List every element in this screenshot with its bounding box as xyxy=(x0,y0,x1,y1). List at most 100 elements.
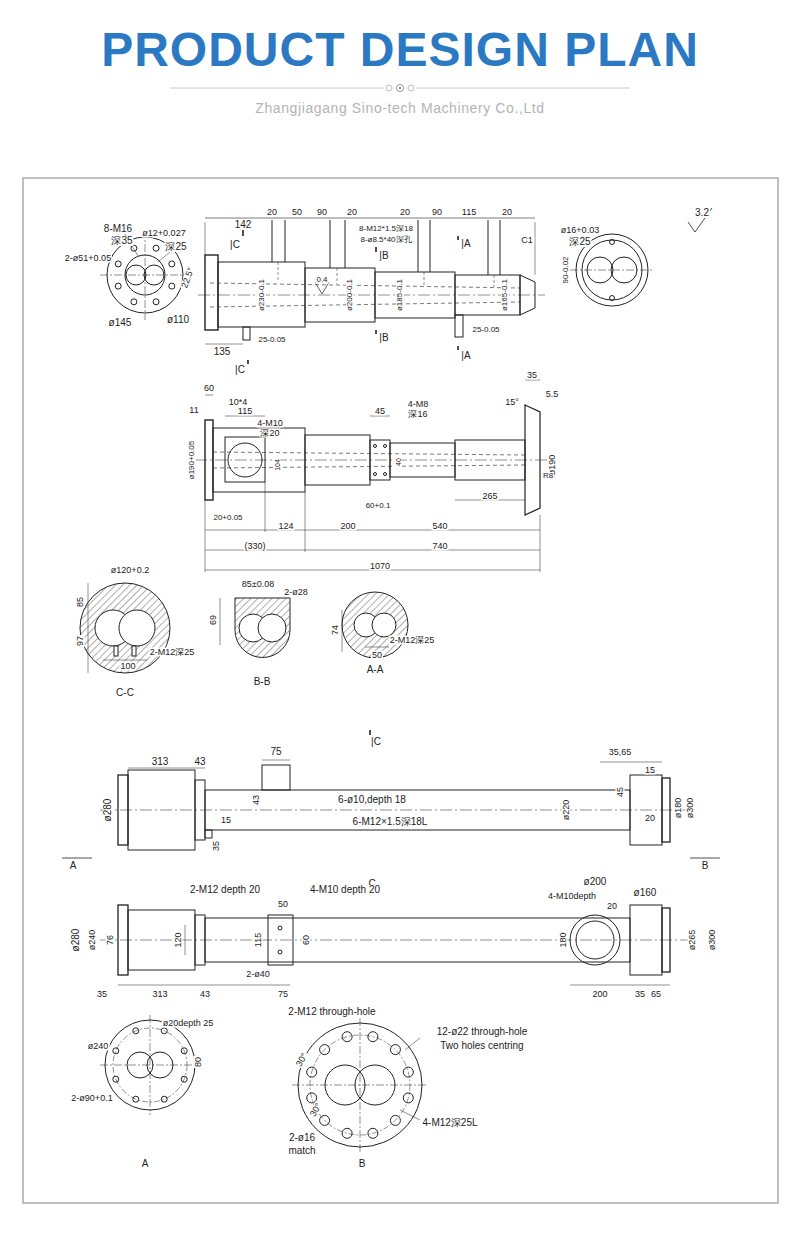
dimension-label: 15° xyxy=(504,398,520,407)
bolt-hole xyxy=(153,299,159,305)
dimension-label: 2-ø90+0.1 xyxy=(70,1094,113,1103)
dimension-label: 8-M16 xyxy=(103,224,133,234)
dimension-label: 2-M12 through-hole xyxy=(287,1007,376,1017)
dimension-label: 11 xyxy=(188,406,199,415)
dimension-label: 2-M12深25 xyxy=(149,648,196,657)
bolt-hole xyxy=(342,1032,352,1042)
dimension-label: ø280 xyxy=(103,798,113,823)
bolt-hole xyxy=(115,283,121,289)
dimension-label: 124 xyxy=(277,522,294,531)
dimension-label: 35 xyxy=(634,990,646,999)
dimension-label: A-A xyxy=(366,665,385,675)
bolt-hole xyxy=(133,1028,139,1034)
dimension-label: ø110 xyxy=(166,315,190,325)
dimension-label: ø180 xyxy=(674,797,683,820)
bolt-hole xyxy=(307,1067,317,1077)
dimension-label: 50 xyxy=(371,651,383,660)
bolt-hole xyxy=(161,1028,167,1034)
dimension-label: 69 xyxy=(209,614,218,626)
dimension-label: ø240 xyxy=(87,1042,110,1051)
bolt-hole xyxy=(390,1045,400,1055)
dimension-label: 2-M12 depth 20 xyxy=(189,885,261,895)
company-subtitle: Zhangjiagang Sino-tech Machinery Co.,Ltd xyxy=(254,101,545,115)
dimension-label: 2-ø16 xyxy=(288,1133,316,1143)
dimension-label: 60 xyxy=(203,384,215,393)
dimension-label: 75 xyxy=(269,747,282,757)
dimension-label: 15 xyxy=(644,766,656,775)
dimension-label: ø165-0.1 xyxy=(501,278,509,312)
bolt-hole xyxy=(342,1128,352,1138)
dimension-label: 43 xyxy=(199,990,211,999)
dimension-label: 深25 xyxy=(568,237,591,247)
dimension-label: 5.5 xyxy=(545,390,560,399)
dimension-label: ø190+0.05 xyxy=(188,440,196,480)
dimension-label: 3.2 xyxy=(694,208,710,218)
dimension-label: 35 xyxy=(96,990,108,999)
dimension-label: 35 xyxy=(526,371,538,380)
dimension-label: (330) xyxy=(243,542,266,551)
bolt-hole xyxy=(161,1096,167,1102)
dimension-label: 4-M10depth xyxy=(547,892,597,901)
dimension-label: 540 xyxy=(431,522,448,531)
dimension-label: ø300 xyxy=(686,797,695,820)
dimension-label: 200 xyxy=(591,990,608,999)
bolt-hole xyxy=(169,261,175,267)
page-title: PRODUCT DESIGN PLAN xyxy=(0,26,800,74)
dimension-label: 90 xyxy=(316,208,328,217)
dimension-label: 115 xyxy=(461,208,477,217)
dimension-label: 313 xyxy=(151,757,170,767)
bolt-hole xyxy=(131,299,137,305)
bolt-hole xyxy=(113,1076,119,1082)
dimension-label: 65 xyxy=(650,990,662,999)
bolt-hole xyxy=(403,1093,413,1103)
dimension-label: C-C xyxy=(115,688,135,698)
dimension-label: 45 xyxy=(616,786,625,798)
dimension-label: 25-0.05 xyxy=(471,326,500,334)
dimension-label: 35,65 xyxy=(608,748,633,757)
dimension-label: 0.4 xyxy=(315,276,328,284)
dimension-label: match xyxy=(287,1146,316,1156)
dimension-label: 20 xyxy=(606,902,618,911)
dimension-label: 4-M10 xyxy=(256,419,284,428)
dimension-label: ø120+0.2 xyxy=(110,566,150,575)
dimension-label: 2-ø40 xyxy=(245,970,271,979)
dimension-label: 265 xyxy=(481,492,498,501)
dimension-label: 45 xyxy=(374,407,386,416)
dimension-label: 60 xyxy=(302,934,311,946)
dimension-label: R8 xyxy=(542,472,554,480)
dimension-label: 2-ø28 xyxy=(283,588,309,597)
dimension-label: ø265 xyxy=(688,929,697,952)
dimension-label: 20 xyxy=(501,208,513,217)
dimension-label: B-B xyxy=(253,677,272,687)
dimension-label: 85±0.08 xyxy=(241,580,275,589)
dimension-label: 180 xyxy=(559,931,568,948)
dimension-label: 75 xyxy=(277,990,289,999)
dimension-label: ø20depth 25 xyxy=(162,1019,215,1028)
bolt-hole xyxy=(320,1115,330,1125)
dimension-label: ø200-0.1 xyxy=(346,278,354,312)
dimension-label: A xyxy=(69,861,78,871)
dimension-label: ø280 xyxy=(71,928,81,953)
dimension-label: C1 xyxy=(520,236,534,245)
bolt-hole xyxy=(181,1076,187,1082)
dimension-label: 90 xyxy=(431,208,443,217)
bolt-hole xyxy=(368,1128,378,1138)
dimension-label: 115 xyxy=(237,407,253,416)
dimension-label: 6-ø10,depth 18 xyxy=(337,795,407,805)
dimension-label: ø300 xyxy=(708,929,717,952)
dimension-label: 深25 xyxy=(164,242,187,252)
dimension-label: ø160 xyxy=(633,888,658,898)
dimension-label: 深16 xyxy=(407,410,428,419)
dimension-label: 深20 xyxy=(259,429,280,438)
dimension-label: 4-M8 xyxy=(407,400,430,409)
dimension-label: 1070 xyxy=(369,562,391,571)
dimension-label: 40 xyxy=(395,457,402,467)
dimension-label: 25-0.05 xyxy=(257,336,286,344)
dimension-label: 20+0.05 xyxy=(212,514,243,522)
dimension-label: ø16+0.03 xyxy=(560,226,600,235)
dimension-label: 97 xyxy=(76,635,85,647)
dimension-label: 15 xyxy=(220,816,232,825)
bolt-hole xyxy=(115,261,121,267)
dimension-label: 50 xyxy=(277,900,289,909)
